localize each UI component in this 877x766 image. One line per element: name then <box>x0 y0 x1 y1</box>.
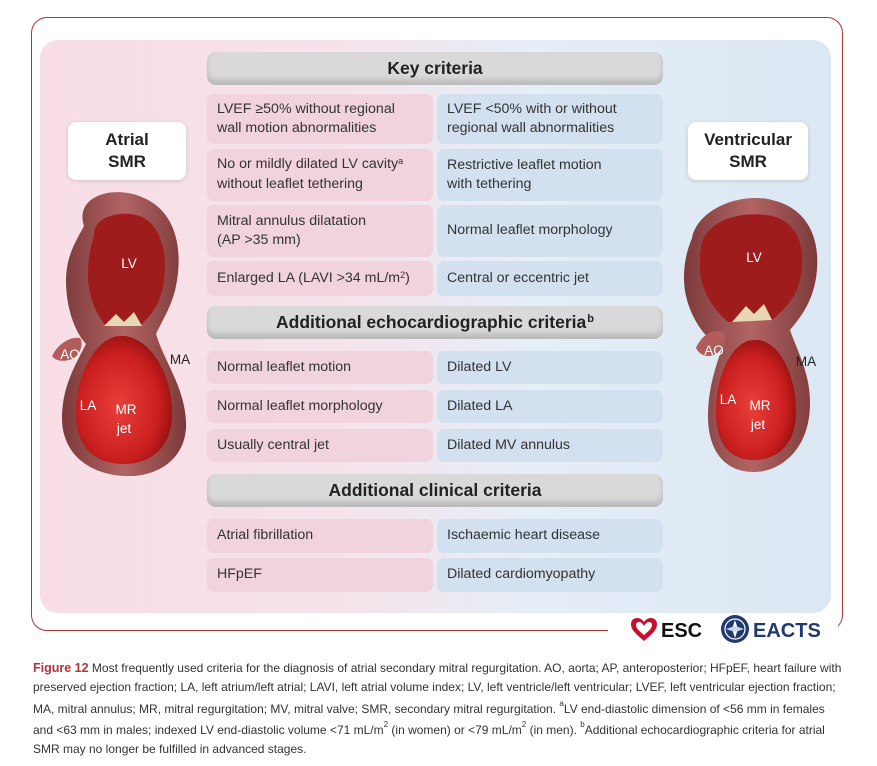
key-row-1-atrial: LVEF ≥50% without regional wall motion a… <box>207 94 433 144</box>
left-heart-ao-label: AO <box>60 347 80 362</box>
atrial-smr-heart-illustration: LV AO MA LA MR jet <box>52 192 190 476</box>
right-heart-jet-label: jet <box>750 417 766 432</box>
left-heart-ma-label: MA <box>170 352 190 367</box>
right-heart-ma-label: MA <box>796 354 816 369</box>
echo-row-3-ventricular: Dilated MV annulus <box>437 429 663 462</box>
key-row-3-atrial: Mitral annulus dilatation (AP >35 mm) <box>207 205 433 257</box>
ventricular-smr-heart-illustration: LV AO MA LA MR jet <box>684 197 818 472</box>
key-row-1-ventricular: LVEF <50% with or without regional wall … <box>437 94 663 144</box>
clinical-row-2-atrial: HFpEF <box>207 558 433 592</box>
left-heart-mr-label: MR <box>116 402 137 417</box>
left-heart-lv-label: LV <box>121 256 137 271</box>
figure-frame <box>31 17 843 631</box>
caption-text-2: LV end-diastolic dimension of <56 mm in … <box>33 701 825 738</box>
clinical-criteria-header: Additional clinical criteria <box>207 474 663 506</box>
key-row-3-ventricular: Normal leaflet morphology <box>437 205 663 257</box>
caption-sup-b: b <box>580 720 585 730</box>
echo-row-1-atrial: Normal leaflet motion <box>207 351 433 384</box>
ventricular-smr-label: Ventricular SMR <box>688 122 808 180</box>
eacts-emblem-icon <box>721 615 749 643</box>
caption-sup-2b: 2 <box>521 720 527 730</box>
caption-text-1: Most frequently used criteria for the di… <box>33 661 842 716</box>
echo-row-2-atrial: Normal leaflet morphology <box>207 390 433 423</box>
right-heart-mr-label: MR <box>750 398 771 413</box>
left-heart-la-label: LA <box>80 398 97 413</box>
caption-sup-a: a <box>559 698 564 708</box>
echo-row-3-atrial: Usually central jet <box>207 429 433 462</box>
right-heart-ao-label: AO <box>704 343 724 358</box>
right-heart-lv-label: LV <box>746 250 762 265</box>
caption-text-3: (in women) or <79 mL/m <box>388 723 522 738</box>
key-criteria-header: Key criteria <box>207 52 663 84</box>
atrial-smr-label: Atrial SMR <box>68 122 186 180</box>
clinical-row-1-ventricular: Ischaemic heart disease <box>437 519 663 553</box>
right-heart-la-label: LA <box>720 392 737 407</box>
figure-caption: Figure 12 Most frequently used criteria … <box>33 659 848 759</box>
key-row-4-ventricular: Central or eccentric jet <box>437 261 663 296</box>
clinical-row-1-atrial: Atrial fibrillation <box>207 519 433 553</box>
left-heart-jet-label: jet <box>116 421 132 436</box>
eacts-logo-text: EACTS <box>753 620 821 642</box>
caption-text-4: (in men). <box>526 723 581 738</box>
esc-logo-text: ESC <box>661 620 703 642</box>
clinical-row-2-ventricular: Dilated cardiomyopathy <box>437 558 663 592</box>
key-row-2-ventricular: Restrictive leaflet motion with tetherin… <box>437 149 663 201</box>
figure-number: Figure 12 <box>33 661 89 675</box>
echo-row-2-ventricular: Dilated LA <box>437 390 663 423</box>
caption-text-5: Additional echocardiographic criteria fo… <box>33 723 825 757</box>
esc-heart-icon <box>631 618 657 641</box>
echo-row-1-ventricular: Dilated LV <box>437 351 663 384</box>
caption-sup-2a: 2 <box>383 720 389 730</box>
